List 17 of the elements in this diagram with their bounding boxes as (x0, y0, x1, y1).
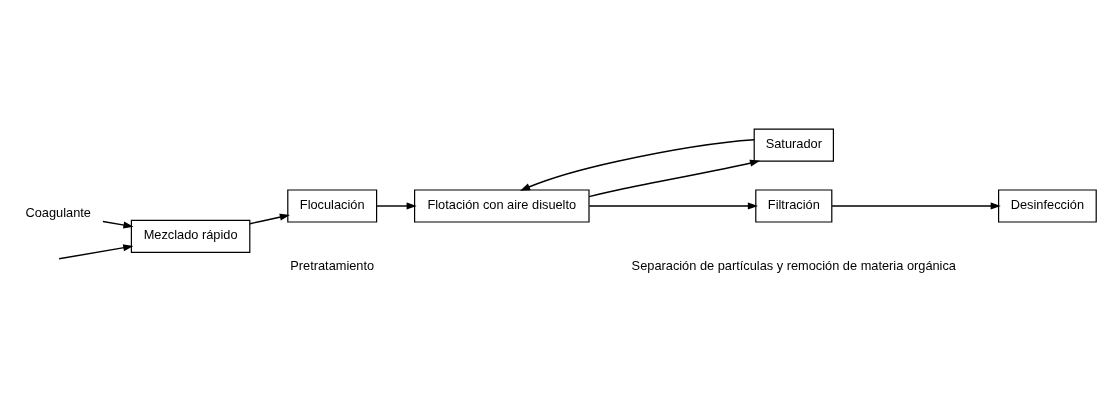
node-box: Desinfección (998, 188, 1097, 223)
arrow (588, 159, 761, 197)
arrow (102, 220, 134, 229)
node-box: Flotación con aire disuelto (414, 188, 590, 223)
label: Pretratamiento (290, 257, 375, 273)
node-box: Filtración (755, 188, 833, 223)
node-text: Coagulante (25, 204, 91, 220)
node-box: Saturador (753, 128, 834, 162)
arrow (249, 213, 290, 224)
arrow (588, 201, 758, 210)
arrow (58, 243, 134, 259)
arrow (520, 138, 755, 191)
arrow (375, 201, 417, 210)
node-box: Floculación (287, 188, 378, 223)
label: Separación de partículas y remoción de materia orgánica (631, 257, 956, 273)
node-box: Mezclado rápido (130, 219, 251, 253)
arrow (831, 201, 1001, 210)
